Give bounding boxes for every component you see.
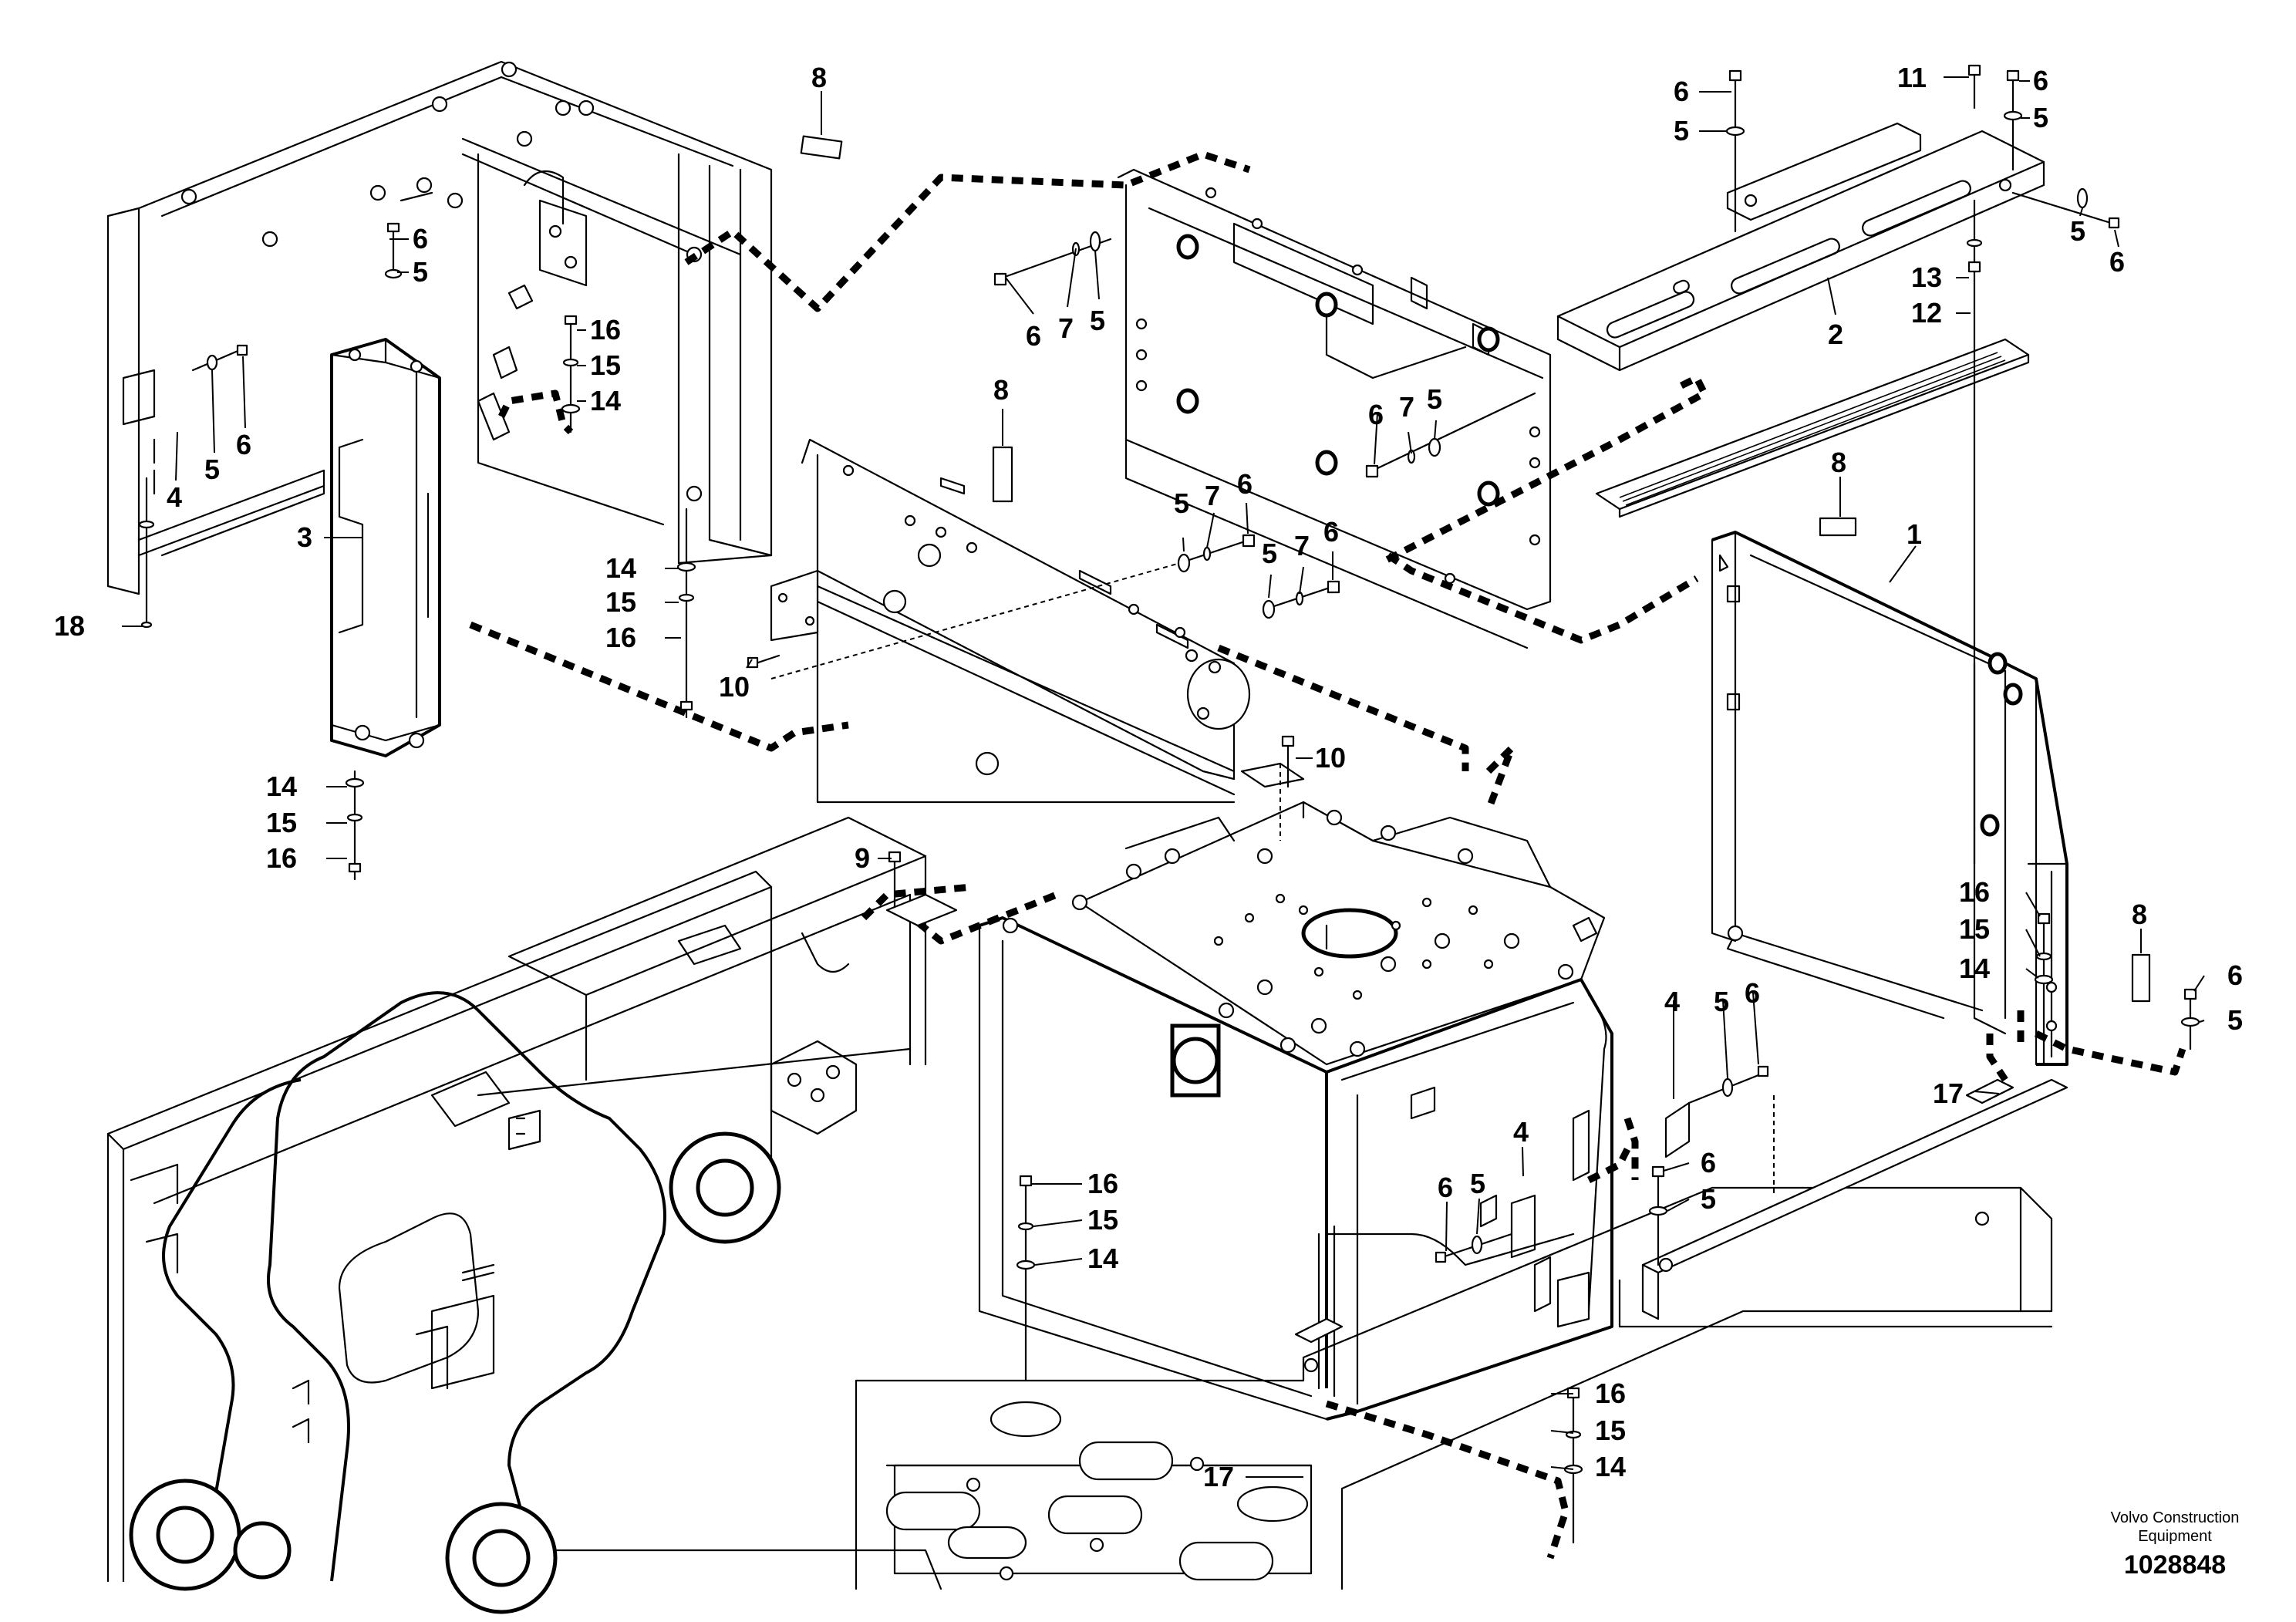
callout-6: 6 (2033, 65, 2048, 96)
brand-line-2: Equipment (2138, 1528, 2212, 1545)
callout-6: 6 (1237, 468, 1253, 500)
callout-5: 5 (1701, 1183, 1716, 1215)
callout-7: 7 (1399, 391, 1414, 423)
callout-11: 11 (1897, 62, 1927, 93)
callout-16: 16 (605, 622, 636, 653)
callout-16: 16 (266, 842, 297, 874)
callout-5: 5 (2070, 215, 2085, 247)
callout-6: 6 (2109, 246, 2125, 278)
callout-6: 6 (2227, 959, 2243, 991)
callout-5: 5 (1090, 305, 1105, 336)
callout-10: 10 (1315, 742, 1346, 774)
callout-6: 6 (1745, 977, 1760, 1009)
callout-15: 15 (605, 586, 636, 618)
brand-line-1: Volvo Construction (2111, 1509, 2240, 1526)
callout-16: 16 (1087, 1168, 1118, 1199)
callout-14: 14 (1959, 953, 1990, 984)
callout-16: 16 (1959, 876, 1990, 908)
callout-1: 1 (1907, 518, 1922, 550)
callout-6: 6 (1674, 76, 1689, 107)
callout-14: 14 (590, 385, 621, 416)
callout-15: 15 (1959, 913, 1990, 945)
callout-8: 8 (1831, 447, 1846, 478)
part-8-plates (800, 135, 2151, 1003)
part-1-frame (1711, 531, 2068, 1066)
callout-5: 5 (204, 454, 220, 485)
lower-frame-chassis (106, 816, 2053, 1614)
callout-10: 10 (719, 671, 750, 703)
callout-5: 5 (1427, 383, 1442, 415)
callout-15: 15 (1595, 1415, 1626, 1446)
callout-12: 12 (1911, 297, 1942, 329)
callout-4: 4 (1513, 1116, 1529, 1148)
fasteners (138, 64, 2200, 1544)
callout-17: 17 (1203, 1461, 1234, 1492)
callout-16: 16 (1595, 1378, 1626, 1409)
assembly-paths (469, 150, 2186, 1560)
callout-16: 16 (590, 314, 621, 346)
callout-3: 3 (297, 521, 312, 553)
lower-right-rail (1294, 1078, 2068, 1373)
center-upper-panel (1117, 168, 1552, 649)
callout-8: 8 (811, 62, 827, 93)
callout-14: 14 (605, 552, 636, 584)
callout-5: 5 (413, 256, 428, 288)
grille-panel (1595, 338, 2030, 518)
callout-labels: 8 6 5 16 15 14 4 5 6 3 18 14 15 16 14 15… (54, 62, 2243, 1492)
callout-13: 13 (1911, 261, 1942, 293)
document-number: 1028848 (2124, 1550, 2226, 1580)
part-2-rail (1556, 122, 2045, 372)
callout-6: 6 (1026, 320, 1041, 352)
center-housing-box (978, 762, 1613, 1421)
callout-14: 14 (266, 771, 297, 802)
callout-8: 8 (993, 374, 1009, 406)
callout-8: 8 (2132, 899, 2147, 930)
callout-6: 6 (1438, 1172, 1453, 1203)
callout-5: 5 (1470, 1168, 1485, 1199)
callout-4: 4 (1664, 986, 1680, 1017)
callout-15: 15 (266, 807, 297, 838)
callout-14: 14 (1595, 1451, 1626, 1482)
callout-6: 6 (1701, 1147, 1716, 1179)
callout-6: 6 (1368, 399, 1384, 430)
callout-18: 18 (54, 610, 85, 642)
callout-5: 5 (1174, 487, 1189, 519)
callout-17: 17 (1933, 1077, 1964, 1109)
callout-7: 7 (1294, 530, 1310, 561)
part-3-channel (330, 338, 441, 757)
callout-6: 6 (236, 429, 251, 460)
leader-lines (122, 76, 2205, 1478)
callout-7: 7 (1058, 312, 1074, 344)
callout-6: 6 (1323, 516, 1339, 548)
callout-14: 14 (1087, 1243, 1118, 1274)
callout-5: 5 (2033, 102, 2048, 133)
callout-5: 5 (1674, 115, 1689, 147)
callout-4: 4 (167, 481, 182, 513)
mid-panel (770, 438, 1251, 804)
callout-5: 5 (1714, 986, 1729, 1017)
callout-2: 2 (1828, 319, 1843, 350)
callout-15: 15 (1087, 1204, 1118, 1236)
callout-6: 6 (413, 223, 428, 255)
callout-5: 5 (2227, 1004, 2243, 1036)
callout-9: 9 (855, 842, 870, 874)
title-block: Volvo Construction Equipment 1028848 (2111, 1509, 2240, 1580)
top-left-frame (106, 60, 773, 595)
callout-7: 7 (1205, 480, 1220, 511)
callout-15: 15 (590, 349, 621, 381)
callout-5: 5 (1262, 538, 1277, 569)
